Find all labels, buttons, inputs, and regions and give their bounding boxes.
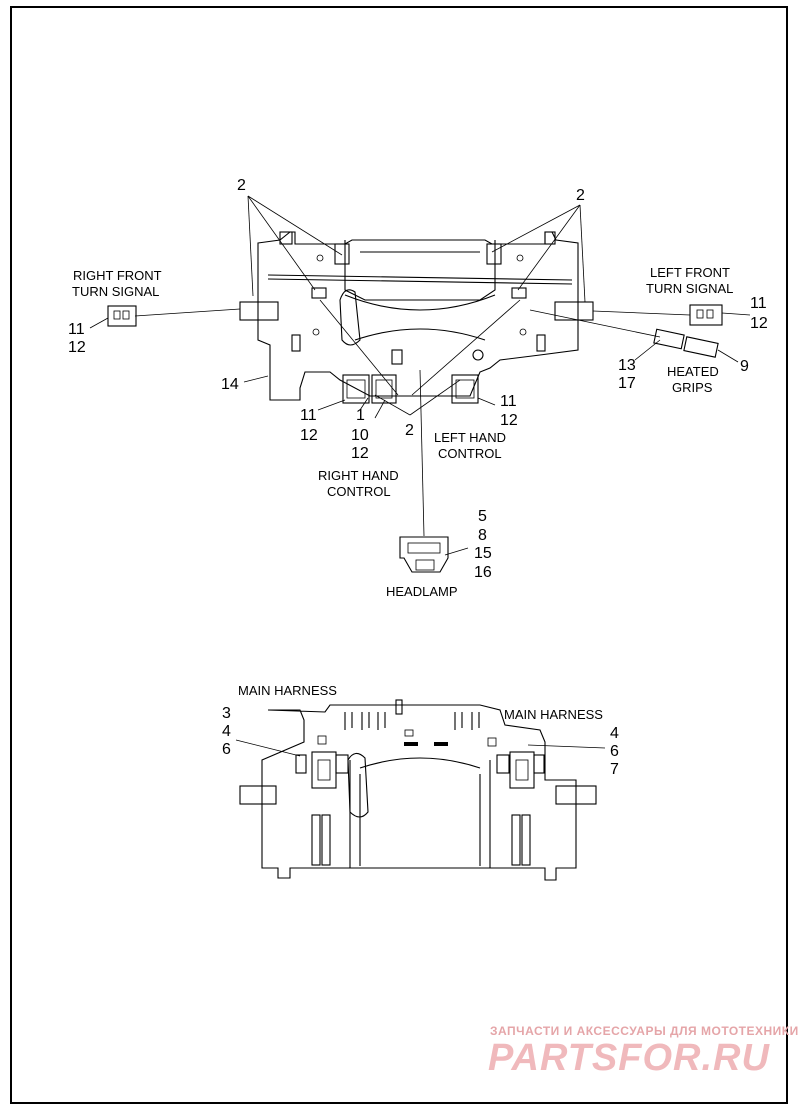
callout-15-headlamp: 15 bbox=[474, 545, 492, 562]
callout-12-left-hand-control: 12 bbox=[500, 412, 518, 429]
left-front-turn-signal-connector bbox=[689, 304, 723, 326]
label-heated-grips-line2: GRIPS bbox=[672, 380, 713, 395]
label-main-harness-right: MAIN HARNESS bbox=[504, 707, 603, 722]
watermark-logo: PARTSFOR.RU bbox=[488, 1037, 770, 1079]
callout-11-left-turn-signal: 11 bbox=[750, 295, 767, 312]
heated-grips-connector bbox=[653, 328, 719, 358]
callout-6-main-harness-right: 6 bbox=[610, 743, 619, 760]
lower-main-harness-bracket bbox=[239, 699, 597, 881]
headlamp-connector bbox=[399, 536, 449, 573]
callout-11-right-hand-control: 11 bbox=[300, 407, 317, 424]
watermark: ЗАПЧАСТИ И АКСЕССУАРЫ ДЛЯ МОТОТЕХНИКИ PA… bbox=[488, 1024, 799, 1079]
callout-12b-right-hand-control: 12 bbox=[351, 445, 369, 462]
component-labels: RIGHT FRONT TURN SIGNAL LEFT FRONT TURN … bbox=[72, 265, 733, 722]
callout-11-left-hand-control: 11 bbox=[500, 393, 517, 410]
leader-lines bbox=[89, 195, 751, 556]
label-right-hand-control-line1: RIGHT HAND bbox=[318, 468, 399, 483]
callout-13-heated-grips: 13 bbox=[618, 357, 636, 374]
callout-8-headlamp: 8 bbox=[478, 527, 487, 544]
label-main-harness-left: MAIN HARNESS bbox=[238, 683, 337, 698]
upper-wire-runs bbox=[134, 299, 691, 537]
label-left-front-turn-signal-line1: LEFT FRONT bbox=[650, 265, 730, 280]
label-right-hand-control-line2: CONTROL bbox=[327, 484, 391, 499]
label-left-front-turn-signal-line2: TURN SIGNAL bbox=[646, 281, 733, 296]
callout-11-right-turn-signal: 11 bbox=[68, 321, 85, 338]
callout-2-top-left: 2 bbox=[237, 177, 246, 194]
label-left-hand-control-line1: LEFT HAND bbox=[434, 430, 506, 445]
callout-2-center: 2 bbox=[405, 422, 414, 439]
label-right-front-turn-signal-line1: RIGHT FRONT bbox=[73, 268, 162, 283]
callout-6-main-harness-left: 6 bbox=[222, 741, 231, 758]
callout-4-main-harness-left: 4 bbox=[222, 723, 231, 740]
lower-leader-lines bbox=[235, 739, 606, 757]
callout-1-right-hand-control: 1 bbox=[356, 407, 365, 424]
label-left-hand-control-line2: CONTROL bbox=[438, 446, 502, 461]
callout-5-headlamp: 5 bbox=[478, 508, 487, 525]
callout-numbers: 2 2 11 12 11 12 13 17 9 14 11 12 1 10 12… bbox=[68, 177, 768, 778]
upper-fairing-bracket bbox=[239, 231, 594, 404]
callout-2-top-right: 2 bbox=[576, 187, 585, 204]
callout-12-right-turn-signal: 12 bbox=[68, 339, 86, 356]
right-front-turn-signal-connector bbox=[107, 305, 137, 327]
callout-12-right-hand-control: 12 bbox=[300, 427, 318, 444]
label-headlamp: HEADLAMP bbox=[386, 584, 458, 599]
label-heated-grips-line1: HEATED bbox=[667, 364, 719, 379]
callout-7-main-harness-right: 7 bbox=[610, 761, 619, 778]
callout-12-left-turn-signal: 12 bbox=[750, 315, 768, 332]
callout-3-main-harness-left: 3 bbox=[222, 705, 231, 722]
callout-17-heated-grips: 17 bbox=[618, 375, 636, 392]
callout-4-main-harness-right: 4 bbox=[610, 725, 619, 742]
callout-16-headlamp: 16 bbox=[474, 564, 492, 581]
callout-10-right-hand-control: 10 bbox=[351, 427, 369, 444]
label-right-front-turn-signal-line2: TURN SIGNAL bbox=[72, 284, 159, 299]
callout-14: 14 bbox=[221, 376, 239, 393]
page-border bbox=[10, 6, 788, 1104]
watermark-tagline: ЗАПЧАСТИ И АКСЕССУАРЫ ДЛЯ МОТОТЕХНИКИ bbox=[490, 1024, 799, 1038]
callout-9-heated-grips: 9 bbox=[740, 358, 749, 375]
